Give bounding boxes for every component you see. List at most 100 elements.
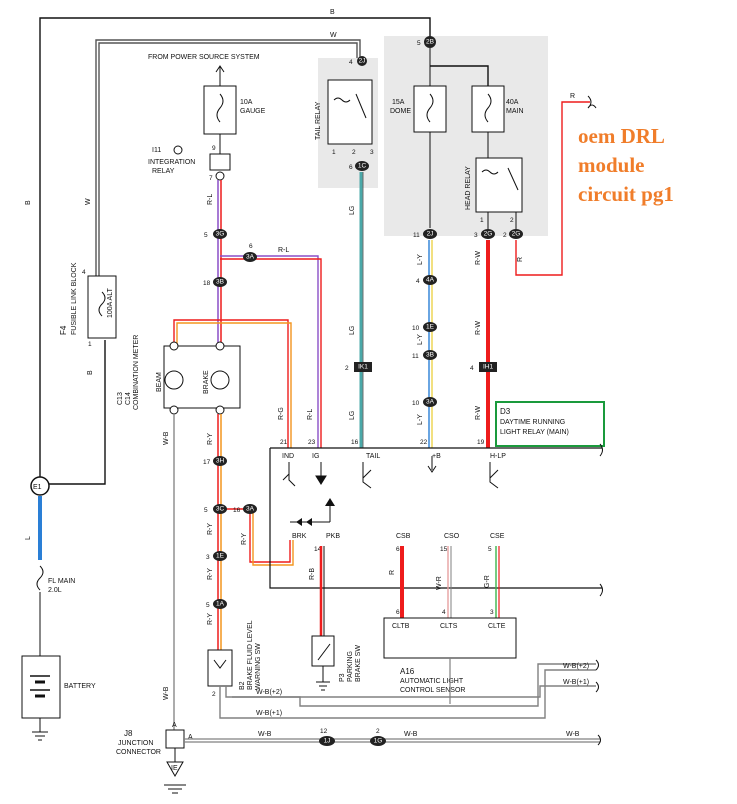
note-line-2: module xyxy=(578,153,645,177)
drl-transistor-tail xyxy=(362,462,372,489)
wire-label-r-vertical: R xyxy=(517,257,524,262)
pin-4d: 4 xyxy=(470,365,474,372)
gauge-fuse-symbol xyxy=(216,93,224,123)
meter-name: COMBINATION METER xyxy=(133,335,140,410)
conn-2b-top xyxy=(424,36,436,48)
drl-csb: CSB xyxy=(396,533,411,540)
pin-4c: 4 xyxy=(416,278,420,285)
wire-label-wb-bottom3: W-B xyxy=(566,731,580,738)
sensor-clts: CLTS xyxy=(440,623,458,630)
sensor-pin-4: 4 xyxy=(442,609,446,616)
wire-label-l: L xyxy=(25,536,32,540)
conn-3h-label: 3H xyxy=(216,458,225,465)
wire-wb-plus1 xyxy=(232,685,596,698)
pin-17: 17 xyxy=(203,459,211,466)
parking-brake-name1: PARKING xyxy=(347,651,354,682)
wire-label-rl-ig: R-L xyxy=(307,409,314,420)
fl-main-label-2: 2.0L xyxy=(48,587,62,594)
wire-label-ry-4: R-Y xyxy=(207,613,214,625)
conn-ih1-label: IH1 xyxy=(483,364,494,371)
wire-label-ry-3: R-Y xyxy=(207,568,214,580)
drl-ig: IG xyxy=(312,453,319,460)
wire-w xyxy=(95,39,361,276)
junction-name2: CONNECTOR xyxy=(116,749,161,756)
pin-5b: 5 xyxy=(204,507,208,514)
wire-label-ry-1: R-Y xyxy=(207,433,214,445)
tail-relay-switch-icon xyxy=(355,93,367,119)
drl-pin-23: 23 xyxy=(308,439,316,446)
conn-3c xyxy=(213,504,227,514)
conn-ik1-label: IK1 xyxy=(358,364,368,371)
wire-label-wr: W-R xyxy=(436,576,443,590)
wire-label-rb: R-B xyxy=(309,568,316,580)
pin-1c: 1 xyxy=(480,217,484,224)
pin-2b: 2 xyxy=(352,149,356,156)
conn-1e xyxy=(213,551,227,561)
wire-label-rl-branch: R-L xyxy=(278,247,289,254)
conn-1e-ly xyxy=(423,322,437,332)
drl-label-box xyxy=(495,401,605,447)
head-relay-switch-icon xyxy=(507,167,519,191)
parking-brake-switch-box xyxy=(311,635,335,667)
wire-label-wb1-left: W-B(+1) xyxy=(256,710,282,717)
flb-id: F4 xyxy=(59,325,68,335)
brake-fluid-name2: WARNING SW xyxy=(255,643,262,690)
flb-pin-4: 4 xyxy=(82,269,86,276)
wire-label-rw-3: R-W xyxy=(475,406,482,420)
drl-diode-brk xyxy=(296,518,312,526)
switch-icon xyxy=(213,659,227,669)
conn-3b xyxy=(213,277,227,287)
parking-brake-switch-icon xyxy=(317,643,331,661)
tail-relay-conn-top xyxy=(357,56,367,66)
pin-2d: 2 xyxy=(345,365,349,372)
wire-wb-plus2-b xyxy=(225,663,596,707)
tail-relay-label: TAIL RELAY xyxy=(315,101,322,140)
wire-b-alt xyxy=(48,340,106,485)
pin-11: 11 xyxy=(413,232,420,239)
pin-7: 7 xyxy=(209,175,213,182)
drl-transistor-hlp xyxy=(489,462,499,489)
head-relay-label: HEAD RELAY xyxy=(465,166,472,210)
wire-label-b-alt: B xyxy=(87,370,94,375)
ground-ie-label: IE xyxy=(171,765,178,772)
dome-fuse-symbol xyxy=(426,93,434,123)
wire-label-wb-lower: W-B xyxy=(163,686,170,700)
conn-1a-label: 1A xyxy=(216,601,225,608)
junction-connector-box xyxy=(165,729,185,749)
meter-conn-b-top xyxy=(215,341,225,351)
conn-ih1 xyxy=(479,362,497,372)
wire-label-lg-1: LG xyxy=(349,206,356,215)
conn-1e-ly-label: 1E xyxy=(426,324,435,331)
conn-3a-top xyxy=(243,252,257,262)
drl-cse: CSE xyxy=(490,533,505,540)
battery-box xyxy=(21,655,61,719)
integration-relay-id: I11 xyxy=(152,147,161,154)
wire-label-wb-bottom2: W-B xyxy=(404,731,418,738)
pin-3: 3 xyxy=(206,554,210,561)
drl-arrow-b xyxy=(427,456,437,473)
drl-pin-16: 16 xyxy=(351,439,359,446)
meter-conn-c-bottom xyxy=(169,405,179,415)
conn-1e-label: 1E xyxy=(216,553,225,560)
wire-label-b-top: B xyxy=(330,9,335,16)
drl-pin-5: 5 xyxy=(488,546,492,553)
conn-1g-label: 1G xyxy=(374,738,383,745)
tail-conn-top-label: 2J xyxy=(359,58,366,65)
ground-icon xyxy=(164,784,186,794)
tail-relay-coil-icon xyxy=(333,97,351,103)
conn-3a-lower xyxy=(243,504,257,514)
sensor-name2: CONTROL SENSOR xyxy=(400,687,465,694)
drl-pin-22: 22 xyxy=(420,439,428,446)
pin-6: 6 xyxy=(249,243,253,250)
conn-2g-right-label: 2G xyxy=(512,231,521,238)
brake-label: BRAKE xyxy=(203,370,210,394)
beam-indicator-icon xyxy=(164,370,184,390)
pin-5c: 5 xyxy=(206,602,210,609)
right-wire-breaks xyxy=(595,659,601,746)
from-power-label: FROM POWER SOURCE SYSTEM xyxy=(148,54,260,61)
dome-fuse-amp: 15A xyxy=(392,99,405,106)
integration-relay-name1: INTEGRATION xyxy=(148,159,195,166)
wire-wb-plus2-a xyxy=(219,669,596,719)
dome-fuse-name: DOME xyxy=(390,108,411,115)
pin-6b: 6 xyxy=(349,164,353,171)
